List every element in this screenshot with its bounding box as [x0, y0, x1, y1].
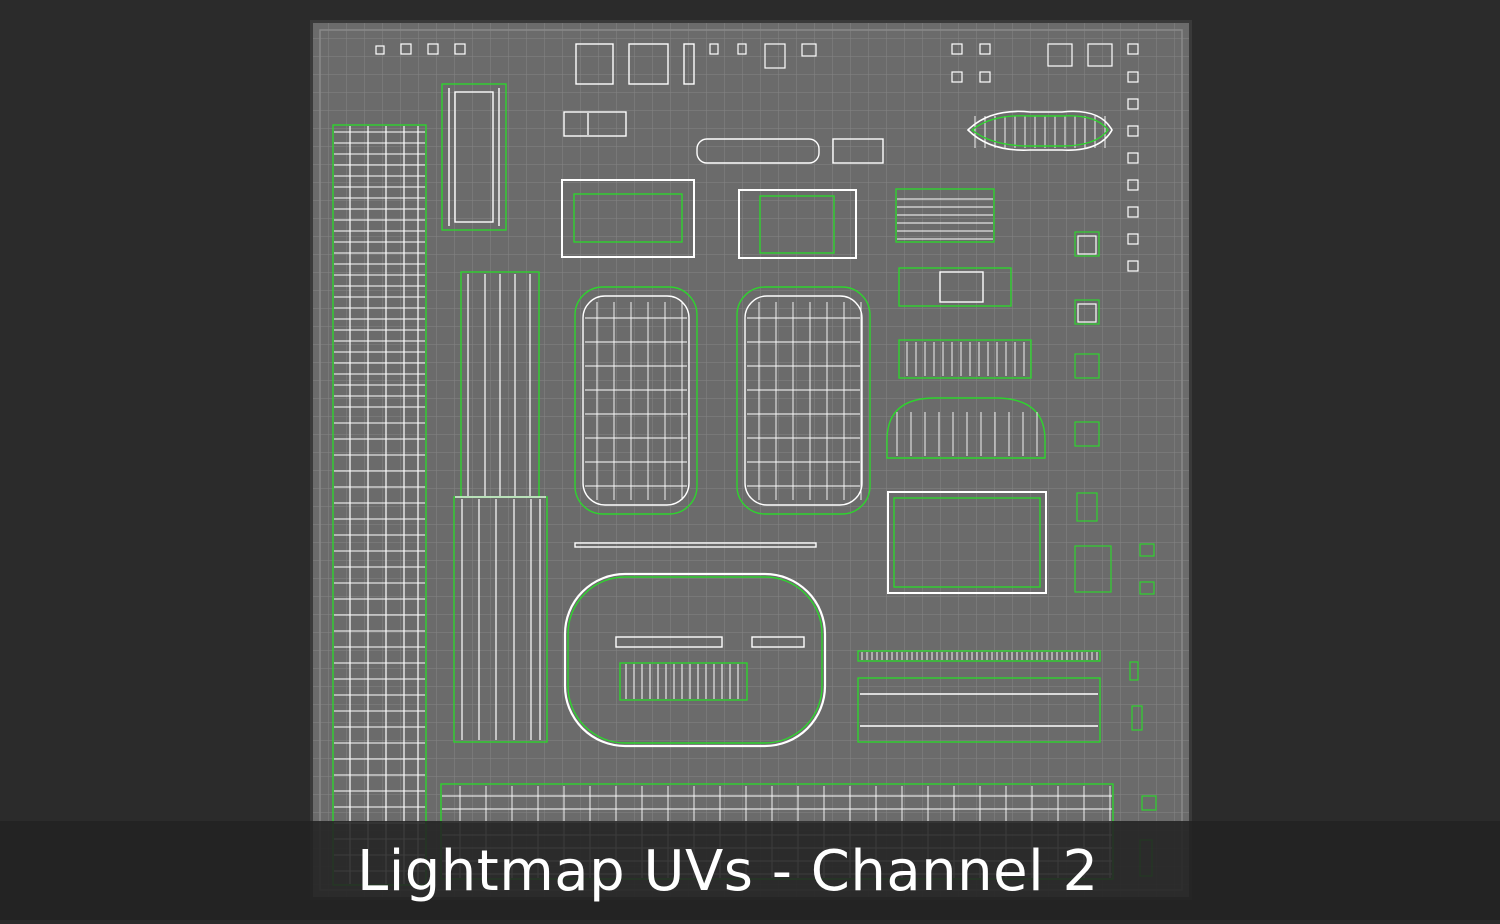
caption-title: Lightmap UVs - Channel 2 [357, 839, 1099, 904]
uv-island-cushion-right [736, 286, 871, 515]
uv-island-frame [441, 83, 507, 231]
uv-tile [310, 20, 1192, 900]
uv-island-seat-box-1 [561, 179, 695, 258]
uv-island-wing [966, 110, 1113, 151]
uv-island-top-squares [563, 43, 884, 164]
uv-island-planks [453, 271, 548, 743]
uv-island-left-strip [332, 124, 427, 886]
caption-bar [0, 821, 1500, 920]
uv-island-cushion-left [574, 286, 698, 515]
uv-island-right-blocks [857, 188, 1101, 743]
uv-island-base [563, 572, 827, 748]
uv-island-seat-box-2 [738, 189, 857, 259]
